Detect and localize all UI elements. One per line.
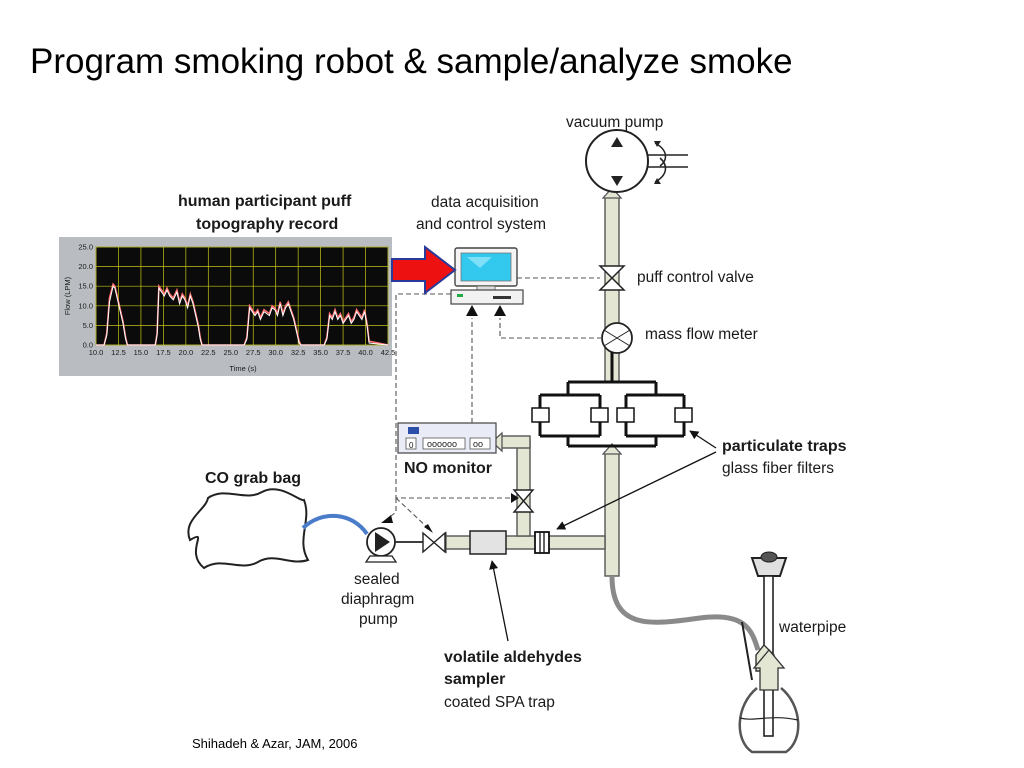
chart-x-axis-label: Time (s) [229,364,257,373]
vacuum-pump [585,129,688,193]
filter-holder-3 [616,407,635,423]
diaphragm-pump [364,527,423,563]
puff-record-label-1: human participant puff [178,193,352,210]
puff-topography-chart: 10.0 12.5 15.0 17.5 20.0 22.5 25.0 27.5 30.0 32.5… [59,237,395,376]
chart-x-tick-label: 35.0 [313,348,328,357]
chart-x-tick-label: 20.0 [179,348,194,357]
slide-title: Program smoking robot & sample/analyze s… [30,42,793,81]
no-monitor-display-zero: 0 [409,441,414,450]
daq-label-1: data acquisition [431,194,539,211]
pipe-no-monitor-branch [516,439,531,537]
particulate-pointer-1 [689,430,717,449]
waterpipe-hose [609,575,761,651]
chart-series-line-2 [96,285,389,346]
mass-flow-meter-label: mass flow meter [645,326,758,343]
playback-arrow [391,244,457,296]
particulate-pointer-2 [556,451,717,530]
flow-arrow-up-lower [601,443,623,455]
chart-x-tick-label: 25.0 [223,348,238,357]
aldehydes-label-1: volatile aldehydes [444,649,582,666]
chart-x-tick-label: 30.0 [268,348,283,357]
chart-y-tick-label: 25.0 [78,243,93,252]
signal-from-flow-meter [499,318,602,339]
inline-filter [534,531,550,554]
no-monitor-label: NO monitor [404,460,492,477]
citation: Shihadeh & Azar, JAM, 2006 [192,736,358,751]
chart-x-tick-label: 42.5 [381,348,396,357]
chart-x-tick-label: 27.5 [246,348,261,357]
pump-label-2: diaphragm [341,591,414,608]
no-branch-valve [512,489,535,513]
pipe-sampling-branch [442,535,606,550]
aldehydes-pointer [489,560,509,642]
flow-arrow-up-top [601,187,623,199]
puff-control-valve-label: puff control valve [637,269,754,286]
no-monitor-display-2: oo [473,439,483,449]
aldehydes-label-2: sampler [444,671,505,688]
particulate-trap-manifold [538,352,686,448]
filter-holder-4 [674,407,693,423]
puff-control-valve [598,265,626,291]
control-signal-lines [385,277,602,531]
chart-y-tick-label: 15.0 [78,282,93,291]
chart-y-axis-label: Flow (LPM) [63,276,72,315]
glass-fiber-filters-label: glass fiber filters [722,460,834,477]
pipe-main-lower [604,451,620,577]
chart-x-tick-label: 32.5 [291,348,306,357]
sampling-valve [422,531,446,554]
daq-label-2: and control system [416,216,546,233]
co-grab-bag-label: CO grab bag [205,470,301,487]
chart-plot-area [95,246,389,346]
pump-label-1: sealed [354,571,400,588]
signal-to-sample-valve [395,497,431,531]
chart-y-tick-label: 10.0 [78,301,93,310]
signal-arrowheads [381,305,519,533]
waterpipe [738,551,800,754]
vacuum-pump-label: vacuum pump [566,114,663,131]
no-monitor-display: oooooo [427,439,457,449]
chart-x-tick-label: 15.0 [134,348,149,357]
co-bag-tube [301,514,369,536]
puff-record-label-2: topography record [196,216,338,233]
waterpipe-label: waterpipe [778,619,846,636]
aldehydes-label-3: coated SPA trap [444,694,555,711]
chart-y-tick-label: 20.0 [78,262,93,271]
mass-flow-meter [601,322,633,354]
chart-x-tick-label: 22.5 [201,348,216,357]
pipe-no-monitor-top [499,435,531,449]
signal-to-pump-valves [395,293,520,499]
filter-holders [531,407,693,423]
filter-holder-1 [531,407,550,423]
chart-x-tick-label: 40.0 [358,348,373,357]
data-acquisition-computer [450,247,524,305]
pump-label-3: pump [359,611,398,628]
flow-arrow-left-no [491,431,503,453]
aldehydes-sampler [469,530,507,555]
signal-to-diaphragm [385,498,397,521]
co-grab-bag [187,488,310,570]
particulate-traps-label: particulate traps [722,438,847,455]
chart-x-tick-label: 37.5 [336,348,351,357]
chart-x-tick-label: 12.5 [111,348,126,357]
chart-x-tick-label: 10.0 [89,348,104,357]
chart-y-tick-label: 5.0 [83,321,93,330]
chart-x-tick-label: 17.5 [156,348,171,357]
no-monitor-device [397,422,497,454]
chart-y-tick-label: 0.0 [83,341,93,350]
filter-holder-2 [590,407,609,423]
